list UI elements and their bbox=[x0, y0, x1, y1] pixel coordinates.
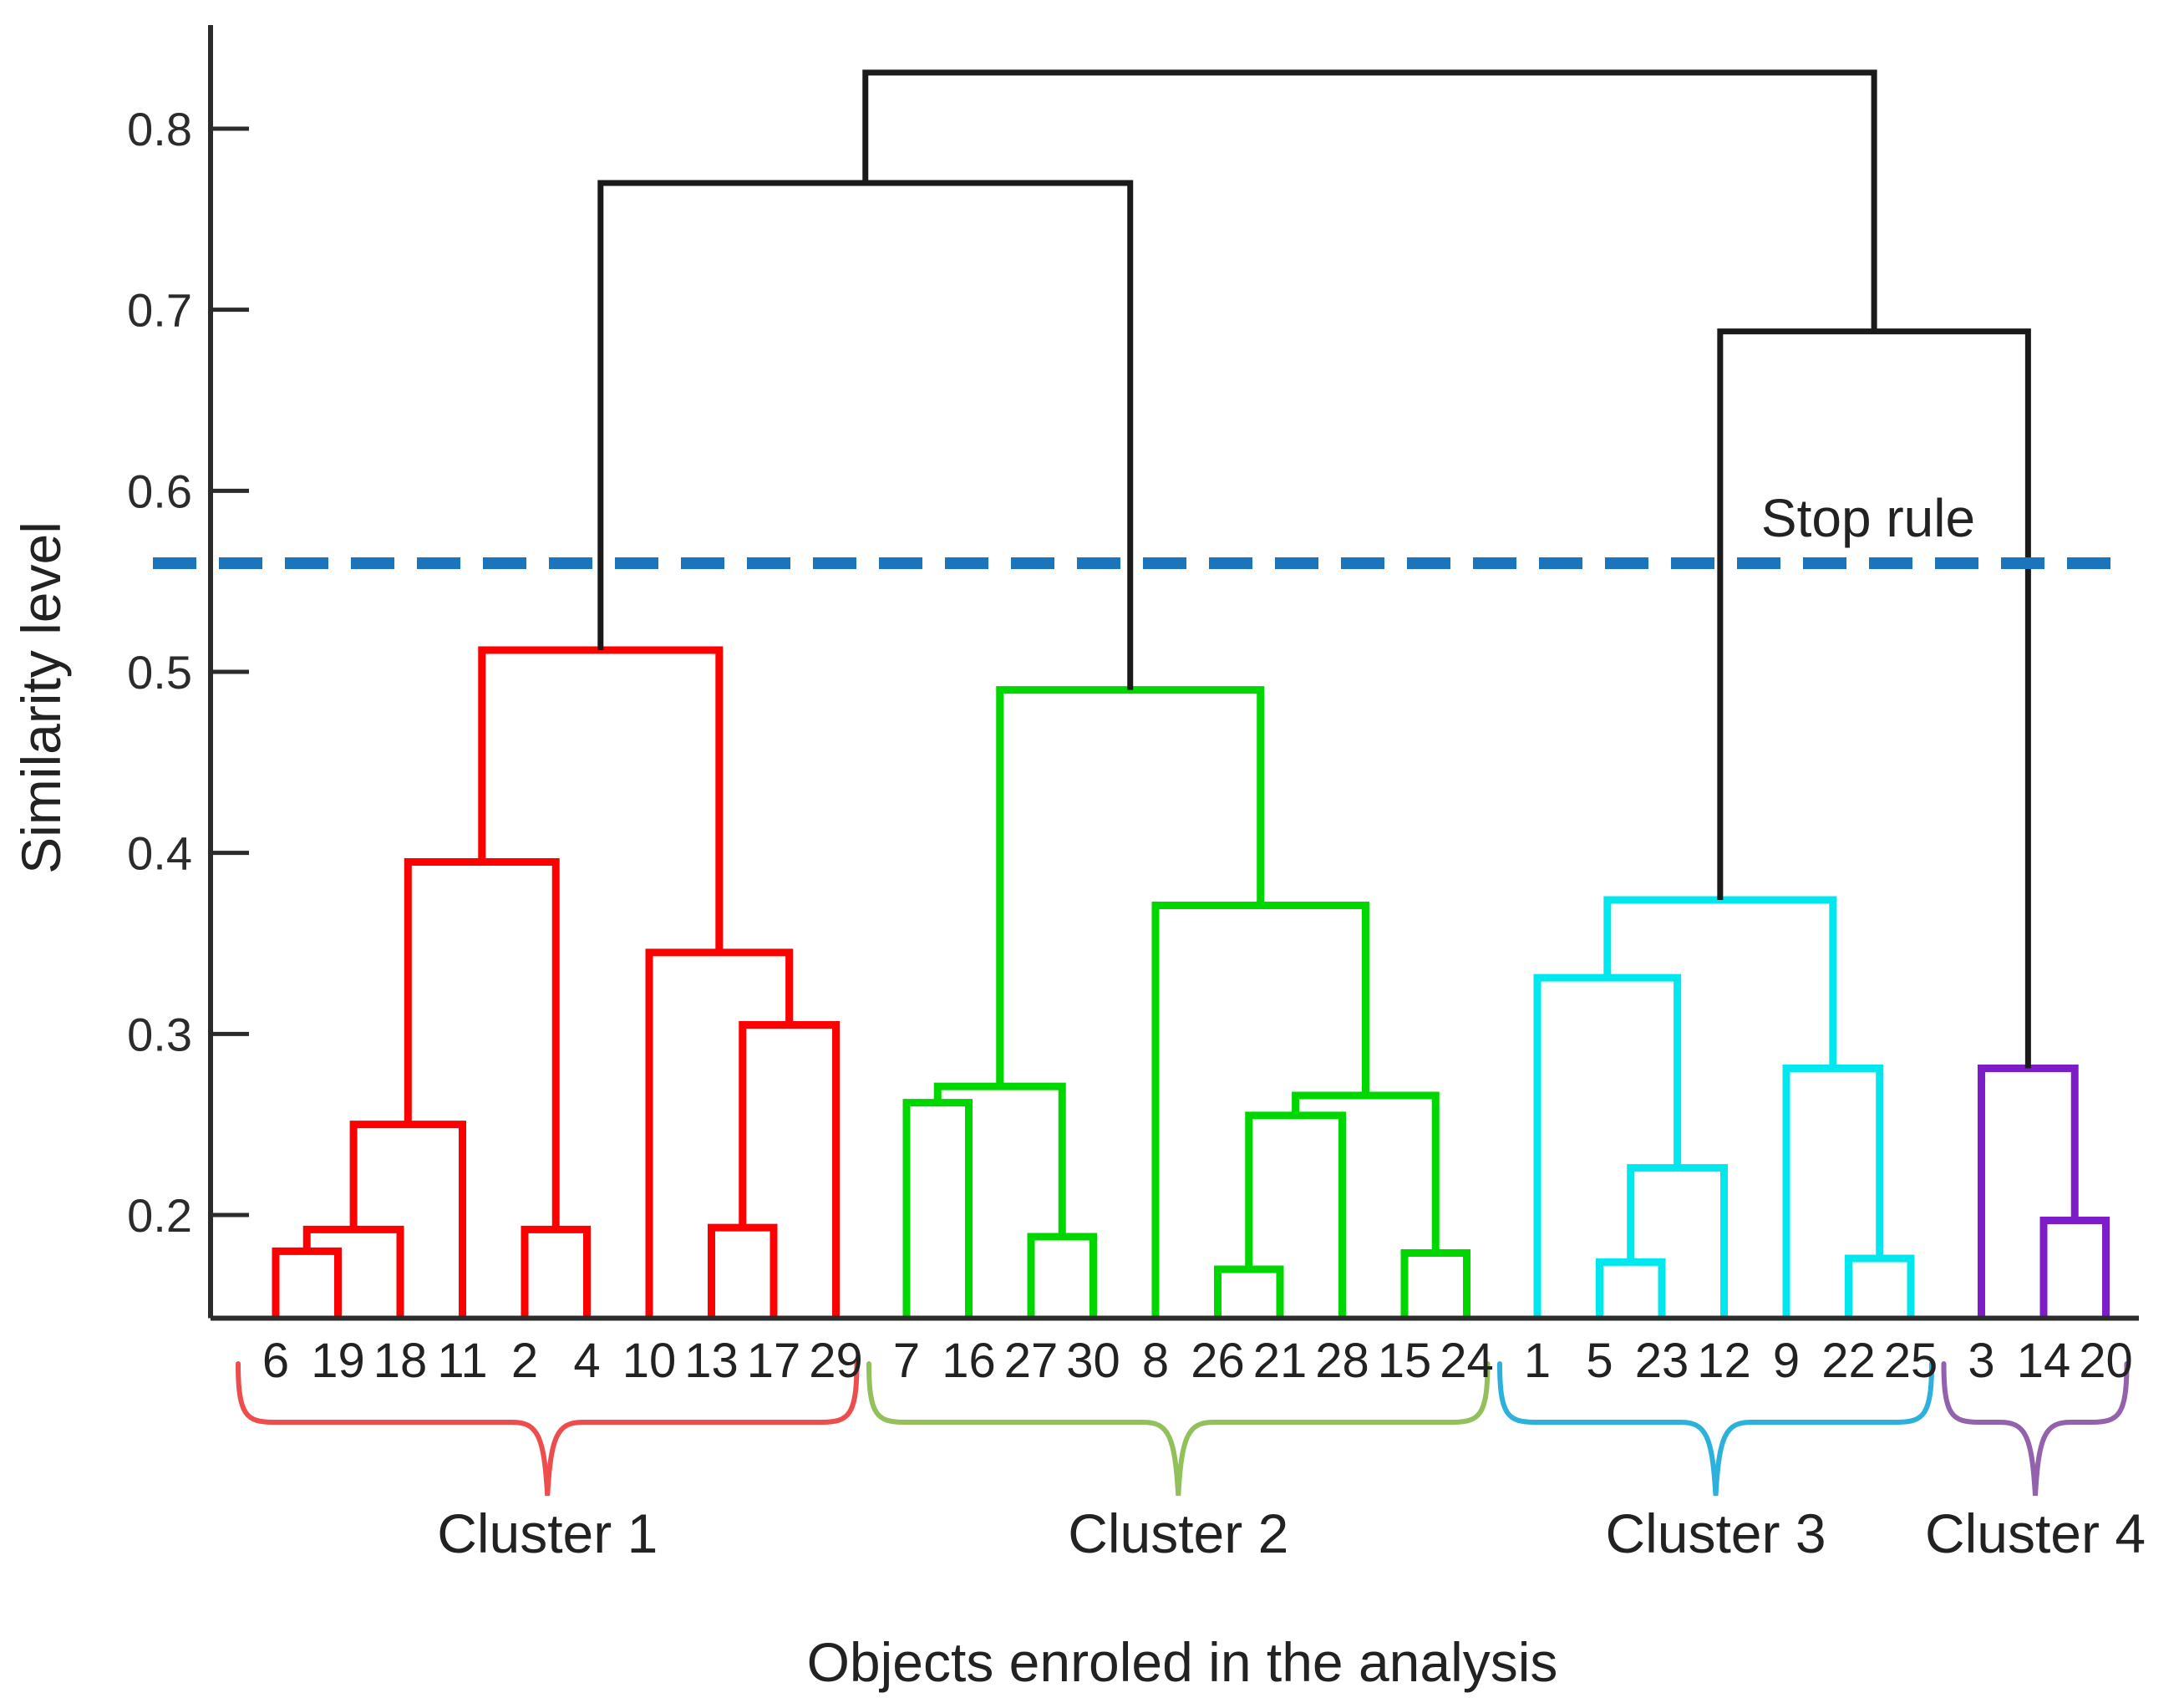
cluster-segment bbox=[1627, 1164, 1728, 1319]
y-tick-label: 0.2 bbox=[127, 1189, 192, 1242]
cluster-brace bbox=[236, 1361, 860, 1497]
leaf-label: 15 bbox=[1378, 1334, 1432, 1388]
dendrogram-tree bbox=[272, 69, 2110, 1319]
leaf-label: 9 bbox=[1773, 1334, 1800, 1388]
leaf-label: 22 bbox=[1821, 1334, 1876, 1388]
leaf-label: 25 bbox=[1884, 1334, 1938, 1388]
cluster-segment bbox=[349, 1121, 466, 1319]
cluster-segment bbox=[996, 686, 1265, 1087]
y-tick-label: 0.7 bbox=[127, 284, 192, 337]
cluster-braces bbox=[236, 1361, 2130, 1497]
leaf-label: 26 bbox=[1191, 1334, 1245, 1388]
cluster-brace bbox=[866, 1361, 1491, 1497]
y-tick-label: 0.5 bbox=[127, 646, 192, 699]
leaf-label: 28 bbox=[1315, 1334, 1369, 1388]
leaf-label: 27 bbox=[1004, 1334, 1059, 1388]
y-tick-label: 0.3 bbox=[127, 1008, 192, 1060]
cluster-segment bbox=[1603, 896, 1837, 1069]
link-segment bbox=[597, 180, 1134, 690]
leaf-label: 7 bbox=[893, 1334, 920, 1388]
leaf-label: 12 bbox=[1697, 1334, 1751, 1388]
leaf-label: 10 bbox=[622, 1334, 677, 1388]
cluster-segment bbox=[708, 1223, 778, 1319]
cluster-segment bbox=[1845, 1254, 1915, 1319]
cluster-segment bbox=[1533, 973, 1682, 1319]
leaf-label: 3 bbox=[1968, 1334, 1994, 1388]
cluster-segment bbox=[645, 948, 794, 1319]
leaf-label: 20 bbox=[2079, 1334, 2133, 1388]
x-axis-title: Objects enroled in the analysis bbox=[807, 1631, 1558, 1693]
cluster-segment bbox=[1245, 1111, 1346, 1319]
cluster-label: Cluster 4 bbox=[1925, 1502, 2146, 1564]
stop-rule-label: Stop rule bbox=[1761, 488, 1975, 548]
cluster-segment bbox=[521, 1225, 591, 1319]
cluster-segment bbox=[272, 1247, 342, 1319]
leaf-label: 19 bbox=[311, 1334, 365, 1388]
cluster-segment bbox=[1978, 1065, 2079, 1319]
cluster-segment bbox=[1214, 1265, 1284, 1319]
leaf-label: 16 bbox=[942, 1334, 996, 1388]
cluster-segment bbox=[404, 858, 560, 1230]
cluster-segment bbox=[1782, 1065, 1884, 1319]
leaf-label: 2 bbox=[511, 1334, 538, 1388]
leaf-label: 14 bbox=[2017, 1334, 2071, 1388]
cluster-label: Cluster 3 bbox=[1605, 1502, 1826, 1564]
leaf-label: 6 bbox=[262, 1334, 289, 1388]
cluster-segment bbox=[1292, 1091, 1440, 1253]
cluster-segment bbox=[1400, 1249, 1470, 1319]
cluster-segment bbox=[478, 646, 724, 953]
y-tick-label: 0.8 bbox=[127, 103, 192, 155]
y-tick-label: 0.6 bbox=[127, 465, 192, 517]
cluster-brace bbox=[1941, 1361, 2130, 1497]
cluster-segment bbox=[739, 1021, 840, 1319]
leaf-label: 8 bbox=[1142, 1334, 1169, 1388]
cluster-brace bbox=[1497, 1361, 1934, 1497]
leaf-label: 29 bbox=[809, 1334, 863, 1388]
link-segment bbox=[1717, 328, 2031, 1069]
leaf-label: 24 bbox=[1440, 1334, 1494, 1388]
leaf-label: 4 bbox=[573, 1334, 600, 1388]
leaf-label: 17 bbox=[747, 1334, 801, 1388]
axes: 0.2 0.3 0.4 0.5 0.6 0.7 0.8 bbox=[127, 25, 2139, 1321]
leaf-label: 1 bbox=[1524, 1334, 1551, 1388]
link-segment bbox=[862, 69, 1877, 332]
leaf-label: 5 bbox=[1586, 1334, 1613, 1388]
cluster-segment bbox=[933, 1082, 1066, 1238]
cluster-segment bbox=[1027, 1233, 1097, 1319]
leaf-label: 21 bbox=[1253, 1334, 1308, 1388]
leaf-label: 13 bbox=[684, 1334, 739, 1388]
cluster-segment bbox=[302, 1225, 404, 1319]
cluster-segment bbox=[1596, 1258, 1666, 1319]
leaf-label: 30 bbox=[1066, 1334, 1120, 1388]
cluster-label: Cluster 2 bbox=[1068, 1502, 1288, 1564]
cluster-label: Cluster 1 bbox=[437, 1502, 658, 1564]
leaf-label: 23 bbox=[1635, 1334, 1689, 1388]
leaf-label: 18 bbox=[373, 1334, 428, 1388]
leaf-label: 11 bbox=[437, 1334, 487, 1388]
cluster-segment bbox=[902, 1099, 973, 1319]
y-tick-label: 0.4 bbox=[127, 827, 192, 880]
y-axis-title: Similarity level bbox=[10, 521, 72, 874]
cluster-segment bbox=[2039, 1217, 2110, 1319]
